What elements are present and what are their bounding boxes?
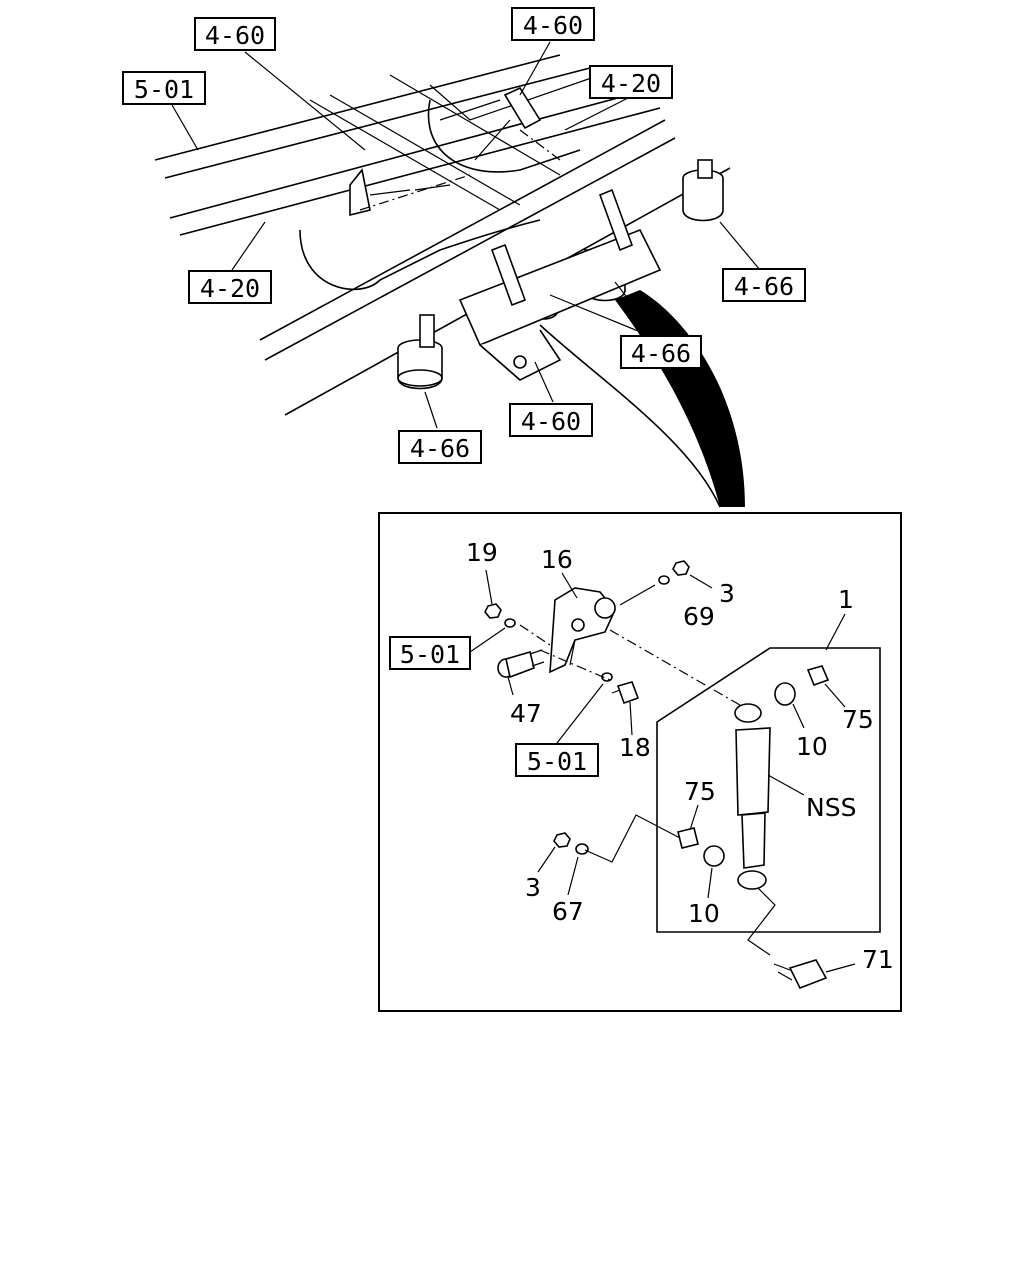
part-label-nss: NSS <box>806 793 856 822</box>
nut-19 <box>484 603 502 619</box>
part-label-16: 16 <box>541 545 573 574</box>
bolt-18 <box>611 681 640 705</box>
svg-text:5-01: 5-01 <box>400 640 460 669</box>
detail-frame <box>378 512 902 1012</box>
chassis-overview <box>154 41 761 508</box>
svg-text:4-66: 4-66 <box>631 339 691 368</box>
washer-left <box>504 618 516 628</box>
shock-absorber <box>734 703 771 890</box>
callout-4-20-left: 4-20 <box>188 270 272 304</box>
bushing-10-bottom <box>703 845 725 867</box>
part-label-47: 47 <box>510 699 542 728</box>
washer-67 <box>575 843 589 855</box>
nut-3-top <box>672 560 690 576</box>
callout-4-60-top-right: 4-60 <box>511 7 595 41</box>
callout-4-66-right: 4-66 <box>722 268 806 302</box>
svg-text:4-60: 4-60 <box>521 407 581 436</box>
svg-text:5-01: 5-01 <box>527 747 587 776</box>
part-label-71: 71 <box>862 945 894 974</box>
bracket <box>549 587 616 674</box>
detail-leaders <box>469 569 856 973</box>
part-label-75-top: 75 <box>842 705 874 734</box>
bolt-47 <box>497 649 545 679</box>
ref-5-01-lower: 5-01 <box>515 743 599 777</box>
part-label-3-top: 3 <box>719 579 735 608</box>
washer-69 <box>658 575 670 585</box>
collar-75-bottom <box>677 827 699 849</box>
svg-text:4-60: 4-60 <box>523 11 583 40</box>
part-label-1: 1 <box>838 585 854 614</box>
svg-text:4-66: 4-66 <box>734 272 794 301</box>
callout-4-66-center: 4-66 <box>620 335 702 369</box>
bushing-10-top <box>774 682 796 706</box>
callout-4-60-bottom: 4-60 <box>509 403 593 437</box>
part-label-10-top: 10 <box>796 732 828 761</box>
svg-text:4-20: 4-20 <box>601 69 661 98</box>
svg-text:4-20: 4-20 <box>200 274 260 303</box>
part-label-69: 69 <box>683 602 715 631</box>
svg-text:5-01: 5-01 <box>134 75 194 104</box>
nut-3-bottom <box>553 832 571 848</box>
bolt-71 <box>773 959 828 990</box>
svg-text:4-66: 4-66 <box>410 434 470 463</box>
part-label-18: 18 <box>619 733 651 762</box>
svg-text:4-60: 4-60 <box>205 21 265 50</box>
part-label-67: 67 <box>552 897 584 926</box>
part-label-19: 19 <box>466 538 498 567</box>
assembly-outline <box>656 647 881 933</box>
part-label-75-bottom: 75 <box>684 777 716 806</box>
callout-5-01-overview: 5-01 <box>122 71 206 105</box>
part-label-10-bottom: 10 <box>688 899 720 928</box>
callout-4-20-top: 4-20 <box>589 65 673 99</box>
ref-5-01-upper: 5-01 <box>389 636 471 670</box>
callout-4-60-top-left: 4-60 <box>194 17 276 51</box>
collar-75-top <box>806 665 830 687</box>
part-label-3-bottom: 3 <box>525 873 541 902</box>
callout-4-66-bottom-left: 4-66 <box>398 430 482 464</box>
